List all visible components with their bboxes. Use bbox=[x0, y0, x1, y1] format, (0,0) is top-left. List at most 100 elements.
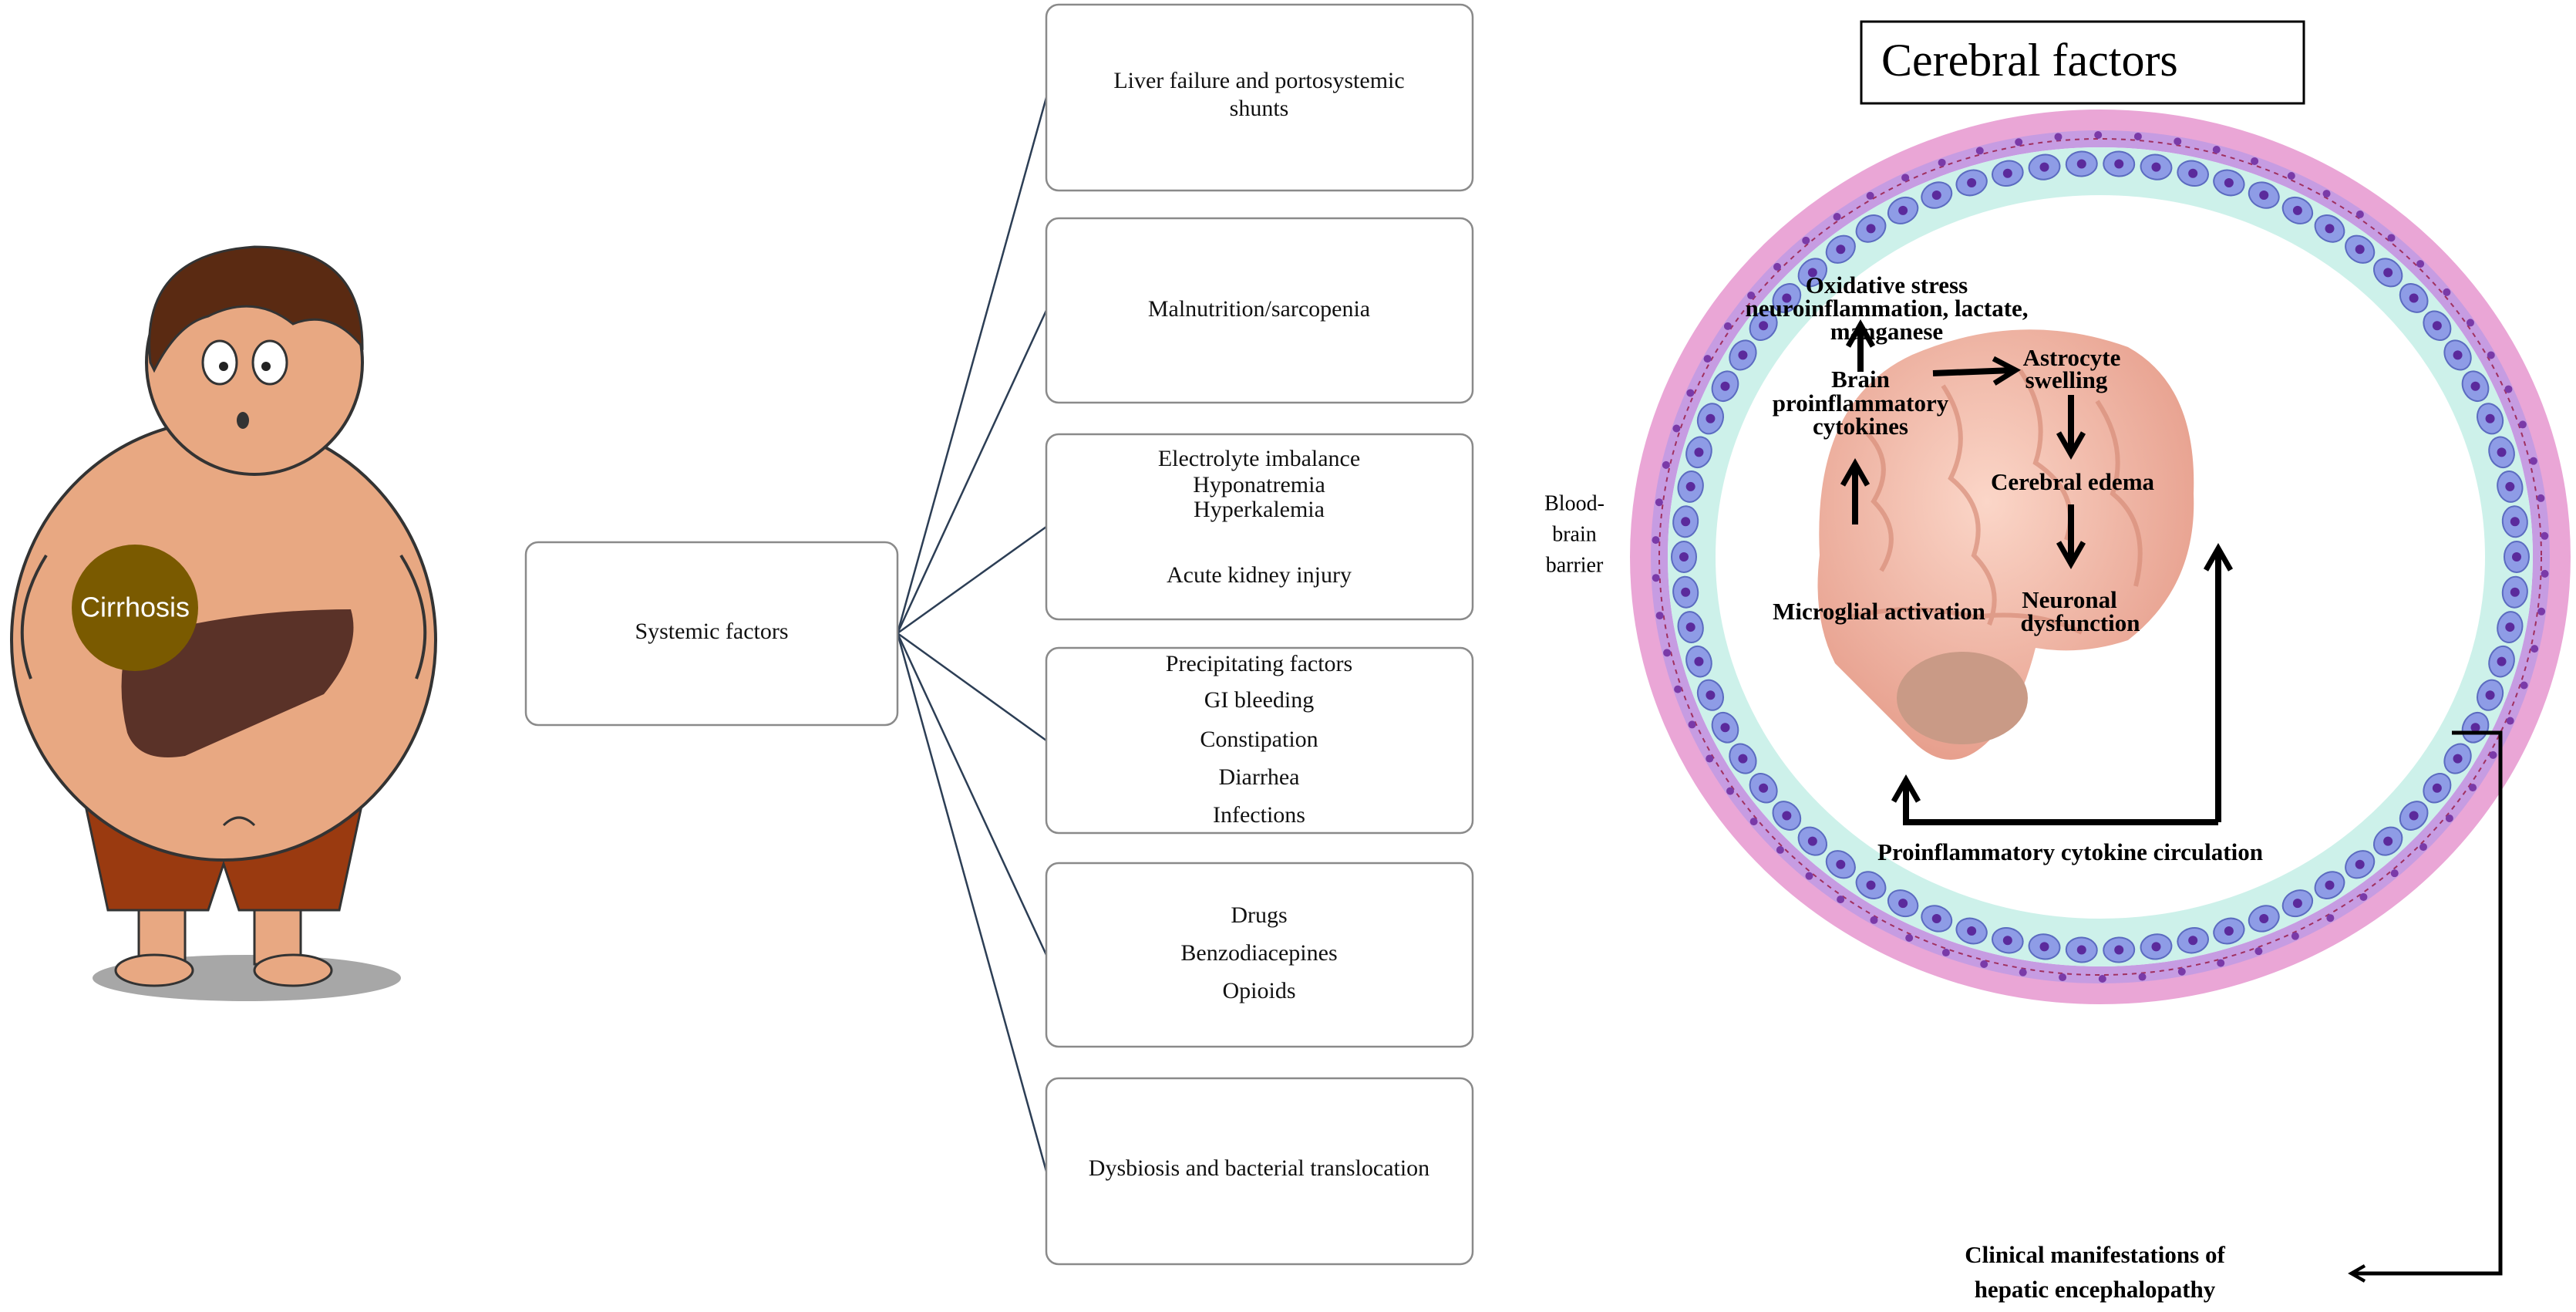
endothelial-cell bbox=[1921, 158, 1953, 209]
connector-line bbox=[896, 632, 1048, 956]
connector-line bbox=[896, 309, 1048, 634]
neuronal-line-1: Neuronal bbox=[2022, 586, 2117, 613]
endothelial-cells bbox=[1652, 131, 2549, 983]
factor-line: shunts bbox=[1230, 96, 1289, 121]
cerebral-title: Cerebral factors bbox=[1881, 35, 2178, 86]
endothelial-cell bbox=[2281, 190, 2331, 224]
brain-image bbox=[1817, 329, 2194, 761]
connector-lines bbox=[896, 97, 1048, 1172]
endothelial-cell bbox=[1772, 262, 1802, 313]
factor-line: GI bleeding bbox=[1204, 687, 1314, 713]
connector-line bbox=[896, 97, 1048, 634]
endothelial-cell bbox=[2213, 157, 2259, 197]
endothelial-cell bbox=[2314, 210, 2364, 243]
connector-line bbox=[897, 525, 1047, 635]
endothelial-cell bbox=[2019, 933, 2061, 976]
endothelial-cell bbox=[1825, 213, 1856, 264]
clinical-line-2: hepatic encephalopathy bbox=[1975, 1276, 2216, 1303]
endothelial-cell bbox=[2443, 339, 2495, 371]
factor-line: Opioids bbox=[1222, 978, 1295, 1003]
endothelial-cell bbox=[2140, 137, 2182, 180]
endothelial-cell bbox=[1747, 292, 1778, 341]
endothelial-cell bbox=[2461, 370, 2513, 403]
endothelial-cell bbox=[1688, 711, 1739, 744]
endothelial-cell bbox=[2314, 871, 2345, 922]
endothelial-cell bbox=[2423, 310, 2474, 341]
factor-line: Malnutrition/sarcopenia bbox=[1148, 296, 1370, 322]
endothelial-cell bbox=[2497, 470, 2545, 503]
endothelial-cell bbox=[1672, 424, 1712, 469]
factor-line: Hyponatremia bbox=[1193, 472, 1325, 497]
endothelial-cell bbox=[2248, 905, 2280, 956]
endothelial-cell bbox=[1655, 611, 1704, 643]
endothelial-cell bbox=[2213, 917, 2245, 967]
hair bbox=[148, 245, 364, 373]
endothelial-cell bbox=[2372, 258, 2425, 288]
cirrhosis-label: Cirrhosis bbox=[80, 592, 190, 623]
systemic-factors-box: Systemic factors bbox=[524, 541, 899, 727]
factor-box: Electrolyte imbalanceHyponatremiaHyperka… bbox=[1045, 433, 1474, 621]
endothelial-cell bbox=[2028, 133, 2062, 180]
factor-line: Electrolyte imbalance bbox=[1158, 446, 1360, 471]
cirrhosis-circle bbox=[72, 545, 198, 671]
endothelial-cell bbox=[1980, 926, 2024, 968]
endothelial-cell bbox=[2065, 131, 2103, 177]
endothelial-cell bbox=[2098, 936, 2136, 983]
bbb-label-1: Blood- bbox=[1544, 491, 1605, 515]
circulation-label: Proinflammatory cytokine circulation bbox=[1877, 838, 2263, 865]
endothelial-cell bbox=[1837, 871, 1887, 904]
endothelial-cell bbox=[2477, 679, 2514, 725]
endothelial-cell bbox=[1652, 536, 1697, 573]
connector-line bbox=[897, 632, 1047, 742]
endothelial-cell bbox=[1797, 236, 1828, 288]
endothelial-cell bbox=[1655, 498, 1699, 538]
arrow-circulation-to-microglial bbox=[1891, 774, 2218, 825]
bbb-label-3: barrier bbox=[1546, 553, 1604, 577]
endothelial-cell bbox=[1776, 826, 1828, 856]
endothelial-cell bbox=[2501, 575, 2546, 616]
arrow-brain-to-astrocyte bbox=[1932, 356, 2022, 386]
endothelial-cell bbox=[1941, 917, 1988, 957]
endothelial-cell bbox=[2461, 711, 2497, 759]
brain-cytokines-line-2: proinflammatory bbox=[1773, 390, 1949, 417]
endothelial-cell bbox=[1723, 322, 1757, 371]
endothelial-cell bbox=[2399, 283, 2451, 313]
brain-cytokines-line-3: cytokines bbox=[1813, 413, 1908, 440]
brain-cytokines-line-1: Brain bbox=[1831, 366, 1890, 393]
endothelial-cell bbox=[1749, 801, 1802, 831]
connector-line bbox=[896, 632, 1048, 1172]
endothelial-cell bbox=[1706, 743, 1757, 774]
oxidative-line-1: Oxidative stress bbox=[1806, 272, 1968, 298]
factor-line: Infections bbox=[1213, 802, 1305, 828]
endothelial-cell bbox=[2488, 436, 2537, 469]
factor-line: Constipation bbox=[1200, 727, 1318, 752]
endothelial-cell bbox=[1905, 905, 1953, 942]
oxidative-line-3: manganese bbox=[1830, 318, 1943, 345]
endothelial-cell bbox=[2504, 541, 2549, 578]
endothelial-cell bbox=[1955, 147, 1988, 197]
systemic-factors-label: Systemic factors bbox=[635, 619, 788, 644]
endothelial-cell bbox=[1870, 889, 1919, 924]
clinical-line-1: Clinical manifestations of bbox=[1965, 1241, 2225, 1268]
endothelial-cell bbox=[2138, 933, 2173, 981]
arrow-neuronal-to-clinical bbox=[2348, 730, 2503, 1283]
factor-line: Benzodiacepines bbox=[1180, 940, 1337, 966]
factor-line: Acute kidney injury bbox=[1167, 562, 1352, 588]
microglial-label: Microglial activation bbox=[1773, 598, 1985, 625]
patient-figure: Cirrhosis bbox=[10, 245, 437, 1001]
endothelial-cell bbox=[1686, 389, 1724, 435]
endothelial-cell bbox=[2501, 505, 2549, 540]
endothelial-cell bbox=[2059, 936, 2098, 982]
endothelial-cell bbox=[2177, 146, 2221, 187]
endothelial-cell bbox=[2488, 645, 2528, 690]
endothelial-cell bbox=[1992, 138, 2024, 187]
endothelial-cell bbox=[2345, 234, 2396, 264]
endothelial-cell bbox=[1663, 645, 1712, 678]
endothelial-cell bbox=[2423, 773, 2453, 822]
endothelial-cell bbox=[1805, 850, 1856, 880]
endothelial-cell bbox=[2103, 132, 2142, 177]
